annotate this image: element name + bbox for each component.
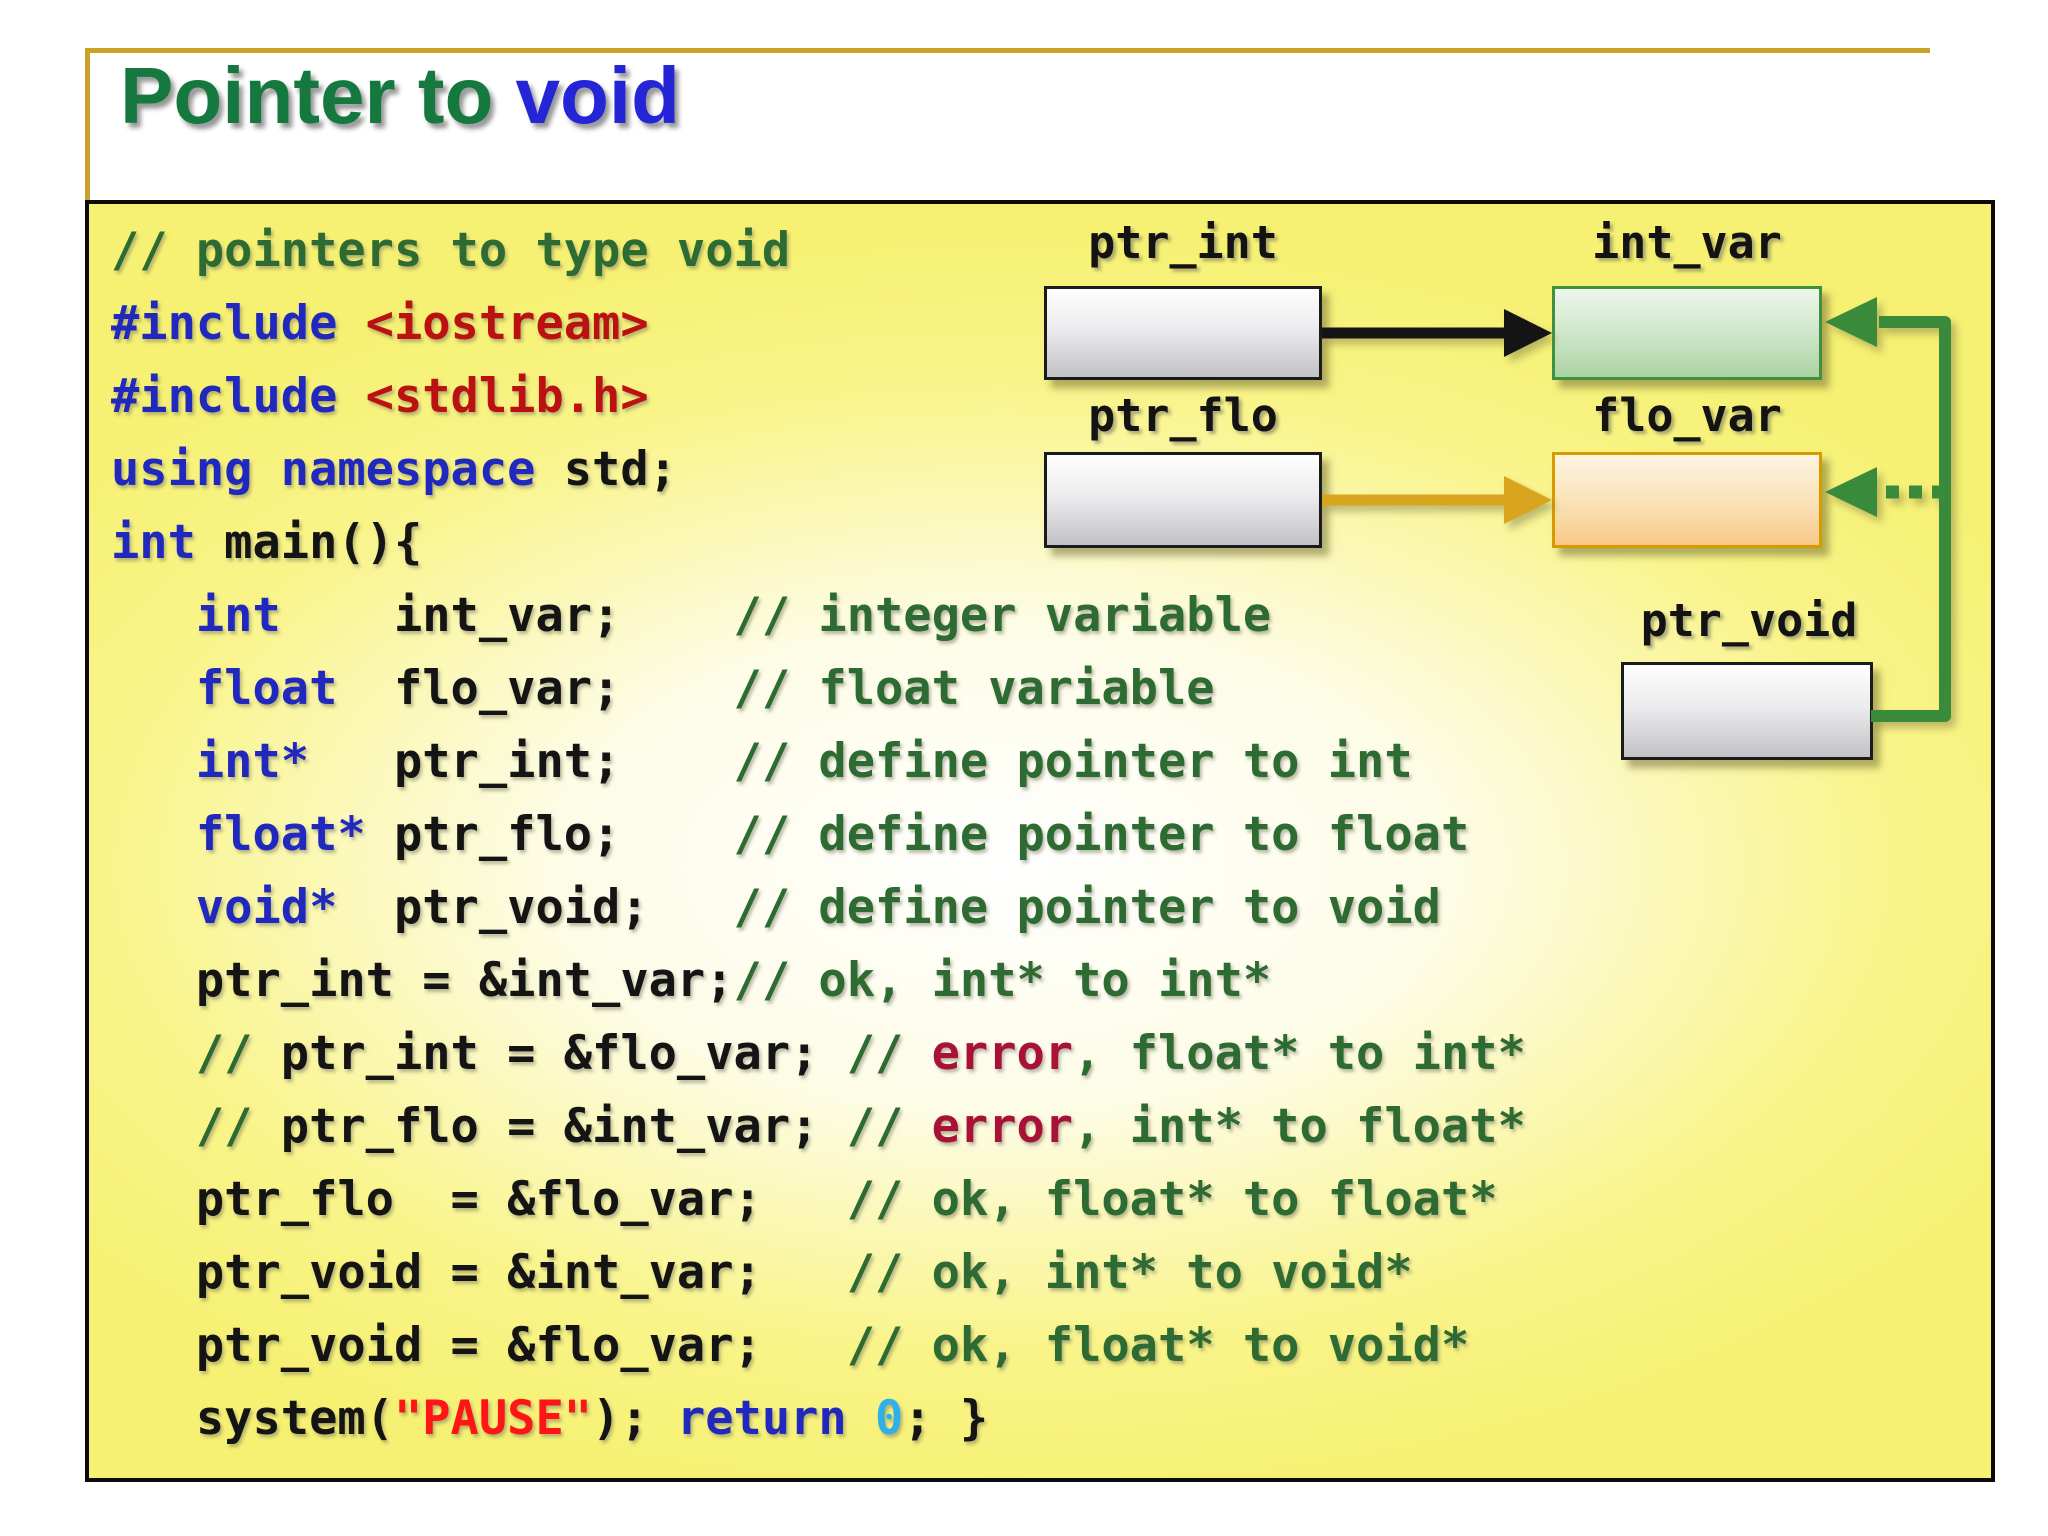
title-part-blue: void	[515, 51, 680, 140]
code-line: int* ptr_int; // define pointer to int	[195, 734, 1413, 789]
code-line: void* ptr_void; // define pointer to voi…	[195, 880, 1441, 935]
code-line: ptr_flo = &flo_var; // ok, float* to flo…	[111, 1172, 1498, 1227]
code-line: ptr_int = &int_var;// ok, int* to int*	[111, 953, 1272, 1008]
code-line: #include <stdlib.h>	[111, 369, 649, 424]
code-line: float* ptr_flo; // define pointer to flo…	[195, 807, 1470, 862]
code-line: // ptr_int = &flo_var; // error, float* …	[195, 1026, 1526, 1081]
code-line: int int_var; // integer variable	[195, 588, 1272, 643]
code-block: // pointers to type void #include <iostre…	[111, 214, 1526, 1455]
title-part-green: Pointer to	[120, 51, 516, 140]
ptr-void-label: ptr_void	[1640, 594, 1858, 647]
code-line: // pointers to type void	[111, 223, 791, 278]
code-line: ptr_void = &flo_var; // ok, float* to vo…	[111, 1318, 1470, 1373]
int-var-label: int_var	[1592, 216, 1782, 269]
green-arrow	[1825, 297, 1951, 722]
gold-rule-vertical	[85, 48, 90, 202]
code-panel: // pointers to type void #include <iostre…	[85, 200, 1995, 1482]
gold-rule-horizontal	[85, 48, 1930, 53]
code-line: using namespace std;	[111, 442, 677, 497]
flo-var-label: flo_var	[1592, 389, 1782, 442]
code-line: ptr_void = &int_var; // ok, int* to void…	[111, 1245, 1413, 1300]
ptr-int-label: ptr_int	[1088, 216, 1278, 269]
code-line: system("PAUSE"); return 0; }	[111, 1391, 989, 1446]
ptr-void-cell	[1621, 662, 1873, 760]
ptr-flo-cell	[1044, 452, 1322, 548]
ptr-flo-label: ptr_flo	[1088, 389, 1278, 442]
int-var-cell	[1552, 286, 1822, 380]
code-line: float flo_var; // float variable	[195, 661, 1215, 716]
green-dashed-arrow	[1825, 467, 1945, 517]
code-line: #include <iostream>	[111, 296, 649, 351]
code-line: // ptr_flo = &int_var; // error, int* to…	[195, 1099, 1526, 1154]
ptr-int-cell	[1044, 286, 1322, 380]
code-line: int main(){	[111, 515, 423, 570]
page-title: Pointer to void	[120, 50, 680, 142]
flo-var-cell	[1552, 452, 1822, 548]
